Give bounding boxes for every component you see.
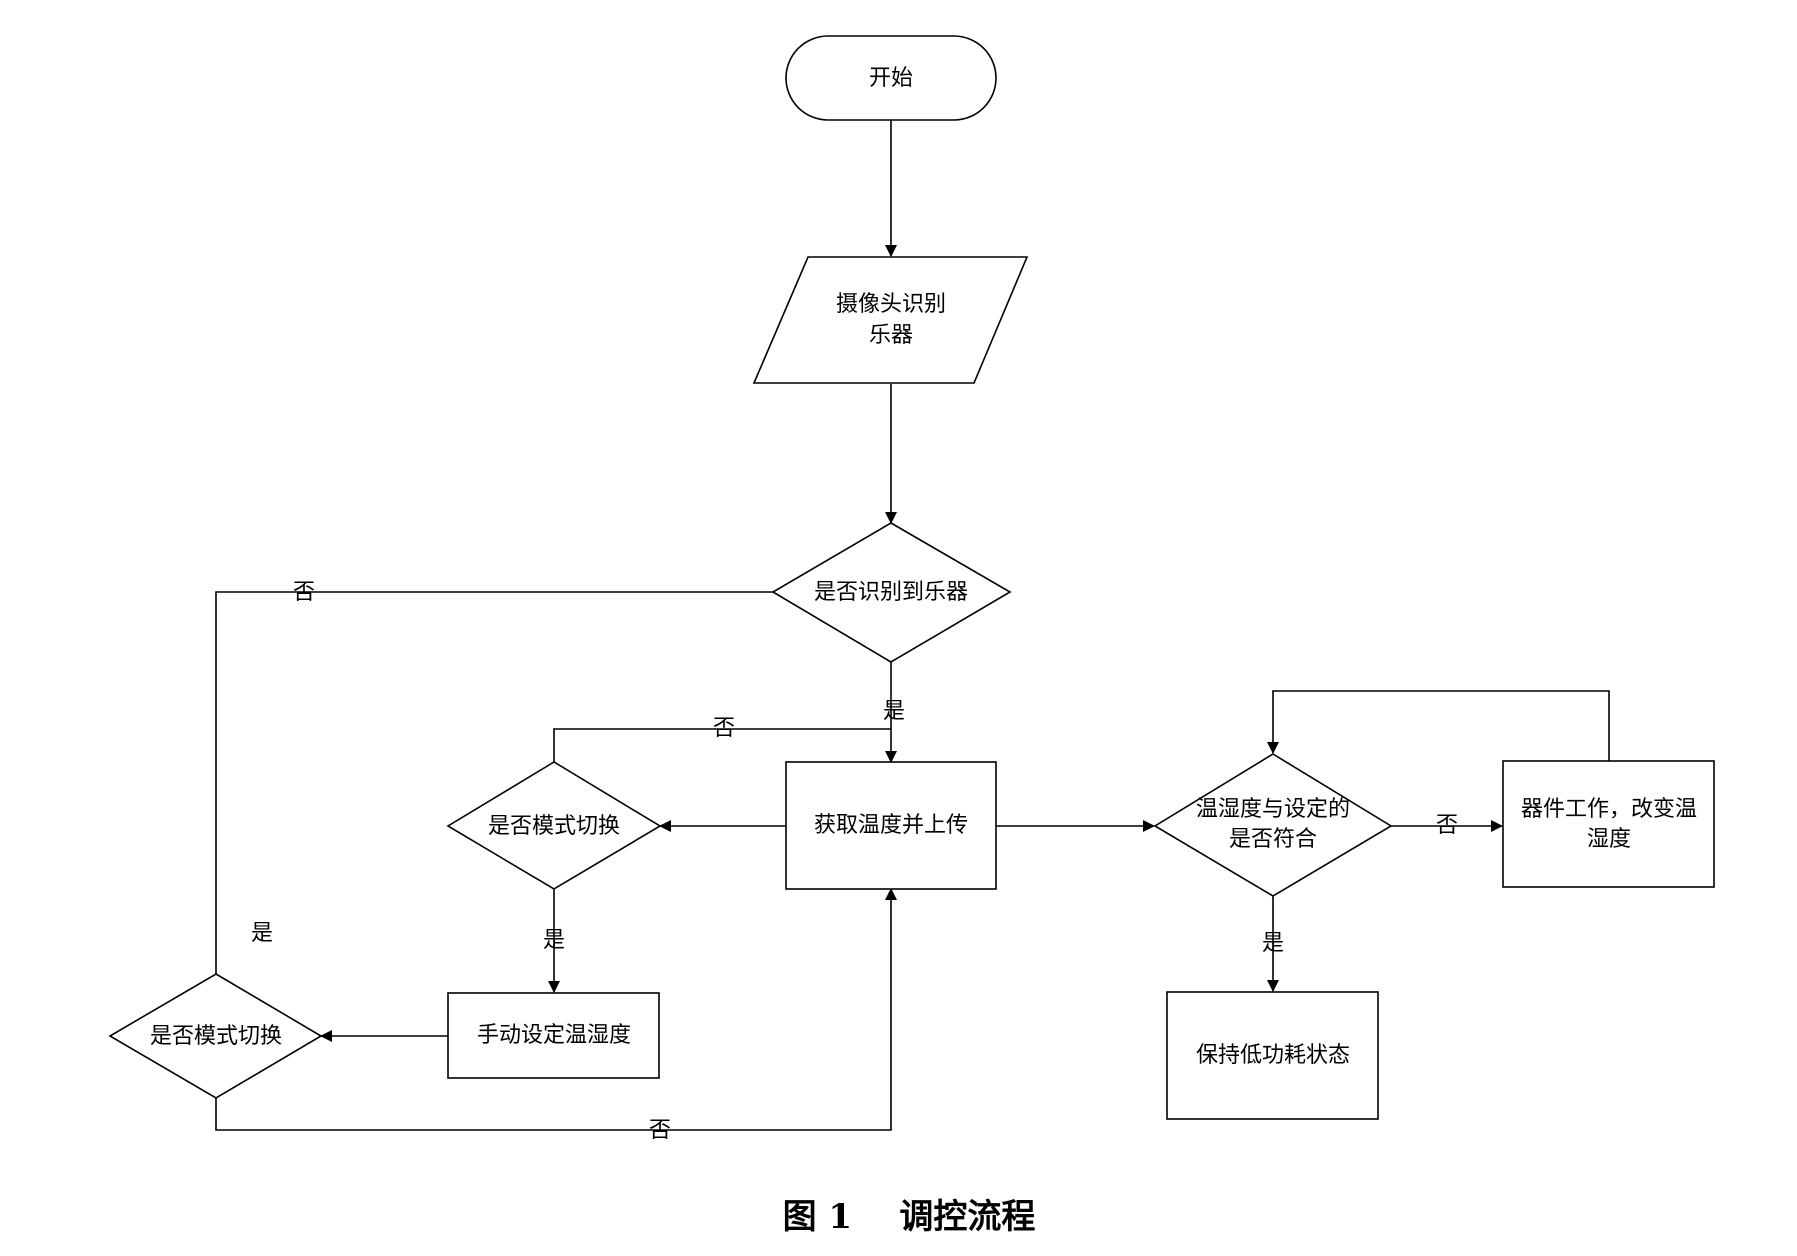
- label-mode1-no: 否: [713, 716, 735, 741]
- label-match-no: 否: [1436, 813, 1458, 838]
- camera-io-label-line2: 乐器: [869, 323, 913, 348]
- camera-io-node: 摄像头识别 乐器: [752, 256, 1029, 384]
- get-temp-node: 获取温度并上传: [785, 761, 997, 890]
- device-work-node: 器件工作，改变温 湿度: [1502, 760, 1715, 888]
- label-recognize-no: 否: [293, 580, 315, 605]
- get-temp-label: 获取温度并上传: [814, 813, 968, 838]
- decision-recognize-node: 是否识别到乐器: [771, 522, 1012, 663]
- decision-recognize-label: 是否识别到乐器: [814, 580, 968, 605]
- label-mode2-yes: 是: [251, 921, 273, 946]
- device-work-label-line2: 湿度: [1587, 827, 1631, 852]
- decision-match-label-line1: 温湿度与设定的: [1196, 797, 1350, 822]
- start-node: 开始: [785, 35, 997, 121]
- manual-set-node: 手动设定温湿度: [447, 992, 660, 1079]
- decision-match-node: 温湿度与设定的 是否符合: [1153, 753, 1393, 897]
- start-node-label: 开始: [869, 66, 913, 91]
- decision-mode2-label: 是否模式切换: [150, 1024, 282, 1049]
- edge-recognize-no: [215, 591, 773, 974]
- decision-mode1-node: 是否模式切换: [446, 761, 662, 890]
- label-mode1-yes: 是: [543, 928, 565, 953]
- decision-mode1-label: 是否模式切换: [488, 814, 620, 839]
- edge-mode1-no: [553, 728, 891, 762]
- label-recognize-yes: 是: [883, 699, 905, 724]
- figure-caption: 图 1 调控流程: [783, 1197, 1036, 1237]
- device-work-label-line1: 器件工作，改变温: [1521, 797, 1697, 822]
- edges: [215, 120, 1610, 1131]
- decision-match-label-line2: 是否符合: [1229, 827, 1317, 852]
- low-power-node: 保持低功耗状态: [1166, 991, 1379, 1120]
- edge-device-feedback: [1267, 690, 1610, 761]
- decision-mode2-node: 是否模式切换: [108, 973, 323, 1099]
- label-match-yes: 是: [1262, 931, 1284, 956]
- low-power-label: 保持低功耗状态: [1196, 1043, 1350, 1068]
- edge-labels: 否 是 否 是 是 否 否 是: [251, 580, 1458, 1143]
- camera-io-label-line1: 摄像头识别: [836, 292, 946, 317]
- edge-mode2-no: [215, 888, 897, 1131]
- manual-set-label: 手动设定温湿度: [477, 1023, 631, 1048]
- label-mode2-no: 否: [649, 1118, 671, 1143]
